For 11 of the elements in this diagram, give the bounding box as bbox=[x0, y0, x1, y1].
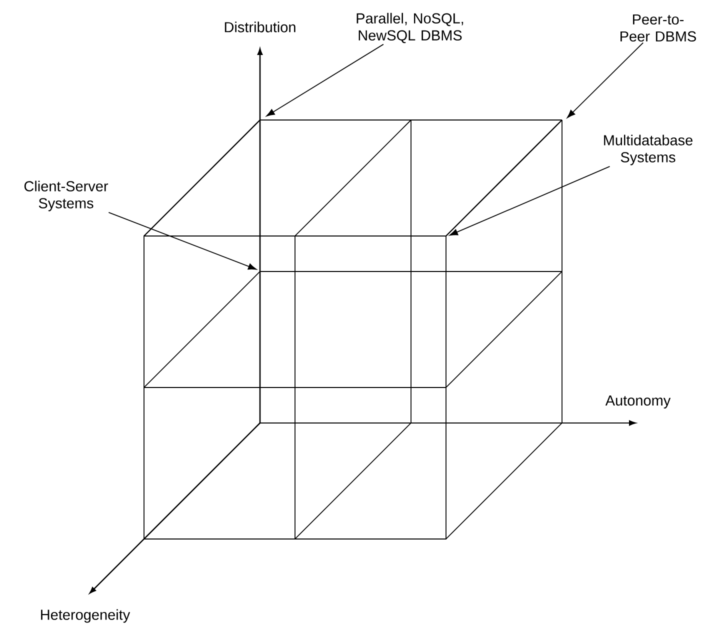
leader-line bbox=[449, 166, 610, 236]
axis-label: Autonomy bbox=[605, 396, 671, 408]
axis-label: Heterogeneity bbox=[41, 609, 130, 623]
leader-line bbox=[108, 212, 257, 270]
axis-label: Distribution bbox=[224, 22, 296, 32]
callout-text: Peer-to-Peer DBMS bbox=[620, 14, 696, 42]
callout-text: Parallel, NoSQL, NewSQL DBMS bbox=[356, 12, 464, 44]
callout-text: Multidatabase Systems bbox=[604, 134, 692, 166]
leader-line bbox=[266, 44, 384, 116]
leader-line bbox=[566, 42, 644, 118]
callout-text: Client-Server Systems bbox=[24, 180, 108, 212]
